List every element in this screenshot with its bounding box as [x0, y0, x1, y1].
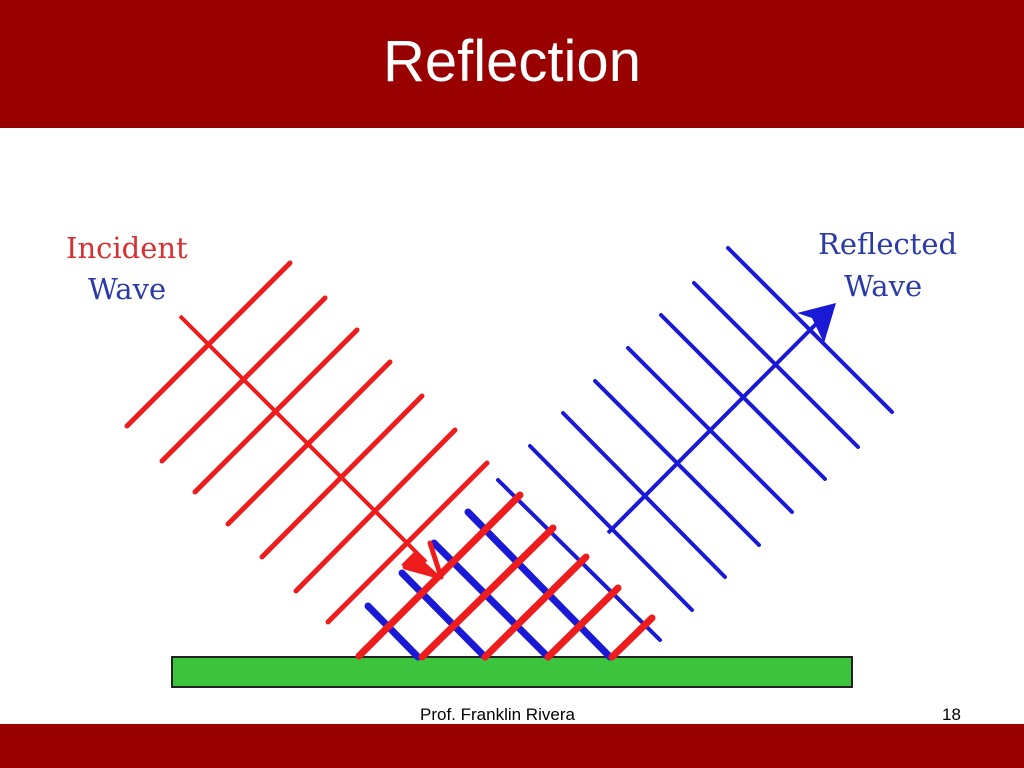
- reflected-overlap-wavefront: [464, 508, 614, 661]
- reflected-arrowhead: [797, 303, 836, 343]
- footer-bar: [0, 724, 1024, 768]
- reflected-label-line2: Wave: [844, 269, 922, 303]
- incident-label-line1: Incident: [66, 231, 188, 265]
- title-bar: [0, 0, 1024, 128]
- incident-overlap-wavefront: [418, 524, 557, 661]
- incident-overlap-wavefront: [544, 584, 622, 661]
- reflected-label-line1: Reflected: [818, 227, 957, 261]
- reflecting-surface: [171, 656, 853, 688]
- page-number: 18: [942, 705, 961, 724]
- reflected-overlap-wavefront: [398, 569, 489, 661]
- incident-arrow-barb: [427, 540, 444, 580]
- incident-arrow-barb: [402, 564, 444, 580]
- reflected-overlap-wavefront: [364, 602, 422, 661]
- incident-overlap-wavefront: [608, 614, 656, 661]
- slide-title: Reflection: [383, 29, 641, 94]
- footer-author: Prof. Franklin Rivera: [420, 705, 575, 724]
- incident-label-line2: Wave: [88, 272, 166, 306]
- incident-arrowhead: [401, 552, 441, 577]
- incident-ray: [178, 314, 428, 564]
- reflected-ray: [606, 316, 824, 535]
- incident-overlap-wavefront: [481, 553, 590, 661]
